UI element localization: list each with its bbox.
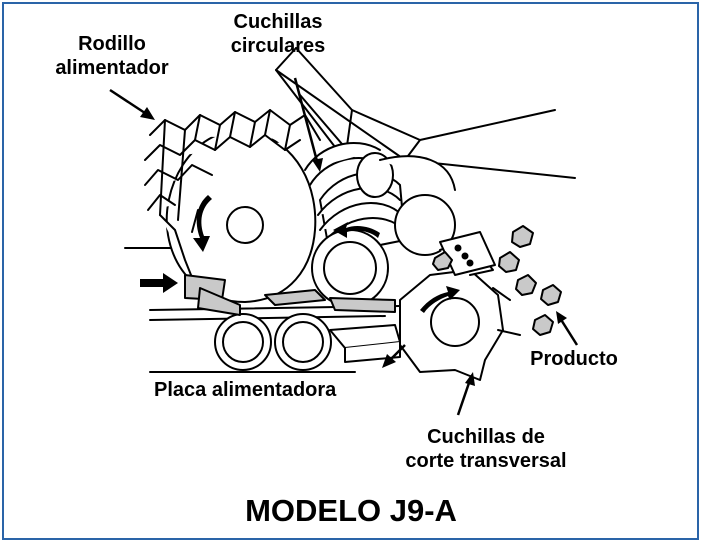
label-producto: Producto xyxy=(530,348,618,370)
label-cuchillas-circulares-line1: Cuchillas xyxy=(234,11,323,33)
feed-roller xyxy=(145,110,320,302)
label-cuchillas-circulares-line2: circulares xyxy=(231,35,326,57)
label-cuchillas-corte-line1: Cuchillas de xyxy=(427,426,545,448)
label-placa-alimentadora: Placa alimentadora xyxy=(154,379,337,401)
label-rodillo-line1: Rodillo xyxy=(78,33,146,55)
diagram-title: MODELO J9-A xyxy=(245,493,457,528)
label-rodillo-line2: alimentador xyxy=(55,57,169,79)
label-cuchillas-corte-line2: corte transversal xyxy=(405,450,566,472)
conveyor-rollers xyxy=(215,314,331,370)
